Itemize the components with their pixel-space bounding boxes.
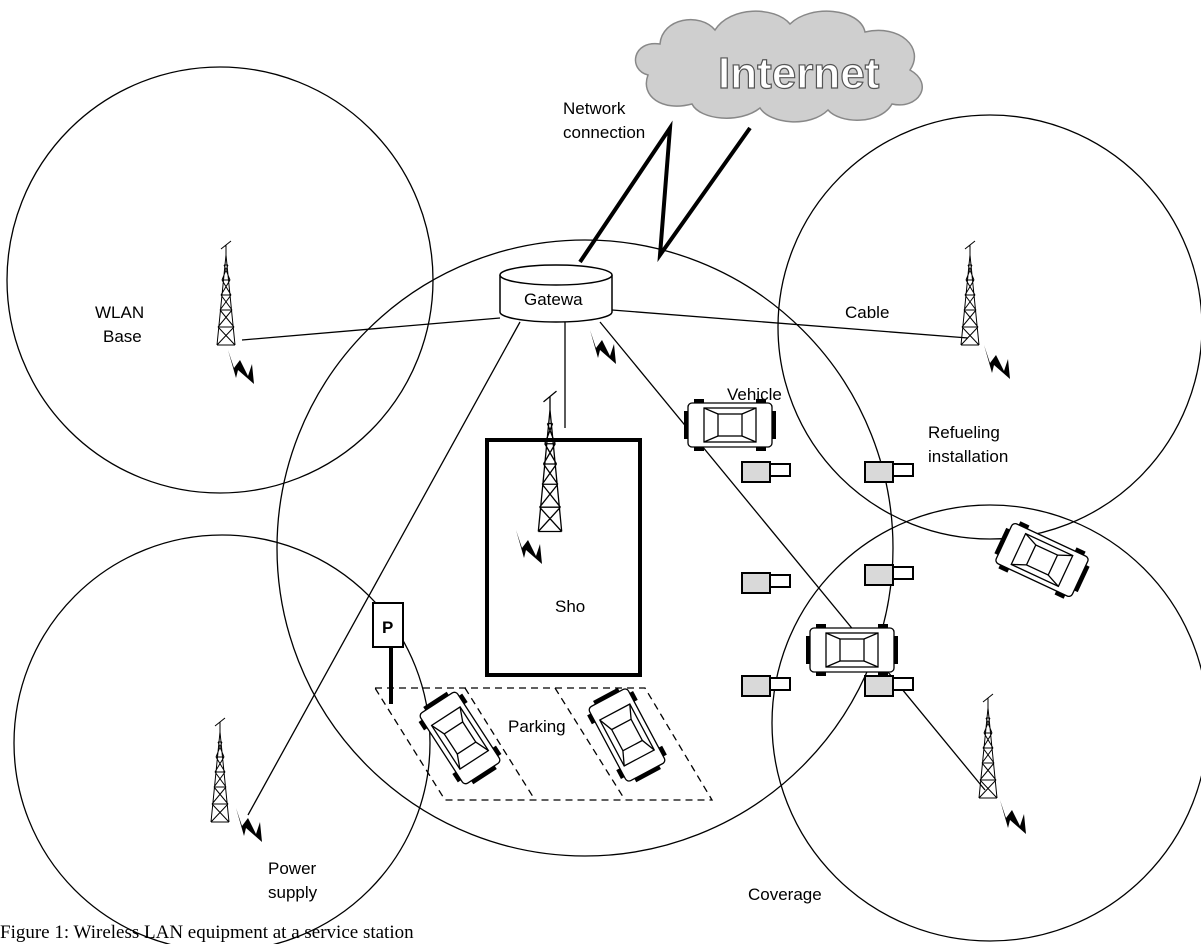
antenna-tower-icon [960, 240, 980, 346]
refueling-label-line1: Refueling [928, 423, 1000, 442]
figure-caption: Figure 1: Wireless LAN equipment at a se… [0, 922, 414, 943]
lightning-icon [984, 345, 1010, 379]
cable-to-coverage-base [599, 321, 986, 791]
gateway-label: Gatewa [524, 290, 583, 309]
cable-to-right-base [611, 309, 969, 339]
wlan-base-label-line1: WLAN [95, 303, 144, 322]
fuel-pump-icon [741, 675, 791, 697]
parking-label: Parking [508, 717, 566, 736]
parking-sign-label: P [382, 618, 393, 637]
fuel-pump-icon [864, 461, 914, 483]
fuel-pump-icon [741, 461, 791, 483]
coverage-circle-top-left [6, 66, 434, 494]
gateway-cylinder-icon [499, 264, 613, 323]
cable-label: Cable [845, 303, 889, 322]
shop-label: Sho [555, 597, 585, 616]
cable-to-wlan-base [241, 317, 501, 341]
lightning-icon [228, 350, 254, 384]
car-icon [581, 681, 673, 789]
lightning-icon [516, 530, 542, 564]
fuel-pump-icon [741, 572, 791, 594]
cloud-icon [634, 10, 923, 123]
vehicle-label: Vehicle [727, 385, 782, 404]
power-supply-label-line1: Power [268, 859, 317, 878]
antenna-tower-icon [978, 693, 998, 799]
parking-dividers [464, 687, 626, 801]
car-icon [805, 623, 899, 677]
coverage-circle-bottom-left [13, 534, 431, 944]
car-icon [683, 398, 777, 452]
network-connection-label-line1: Network [563, 99, 626, 118]
lightning-icon [1000, 800, 1026, 834]
antenna-tower-icon [210, 717, 230, 823]
antenna-tower-icon [537, 390, 563, 533]
wlan-base-label-line2: Base [103, 327, 142, 346]
coverage-label: Coverage [748, 885, 822, 904]
coverage-circle-bottom-right [771, 504, 1201, 942]
shop-building [485, 438, 642, 677]
network-connection-label-line2: connection [563, 123, 645, 142]
parking-sign [372, 602, 404, 648]
network-connection-link [578, 120, 752, 264]
car-icon [988, 516, 1096, 604]
refueling-label-line2: installation [928, 447, 1008, 466]
fuel-pump-icon [864, 564, 914, 586]
internet-label: Internet [718, 49, 880, 98]
cable-to-power-supply-base [247, 321, 521, 816]
coverage-circle-top-right [777, 114, 1201, 540]
antenna-tower-icon [216, 240, 236, 346]
power-supply-label-line2: supply [268, 883, 318, 902]
coverage-circle-center [276, 239, 894, 857]
lightning-icon [590, 330, 616, 364]
